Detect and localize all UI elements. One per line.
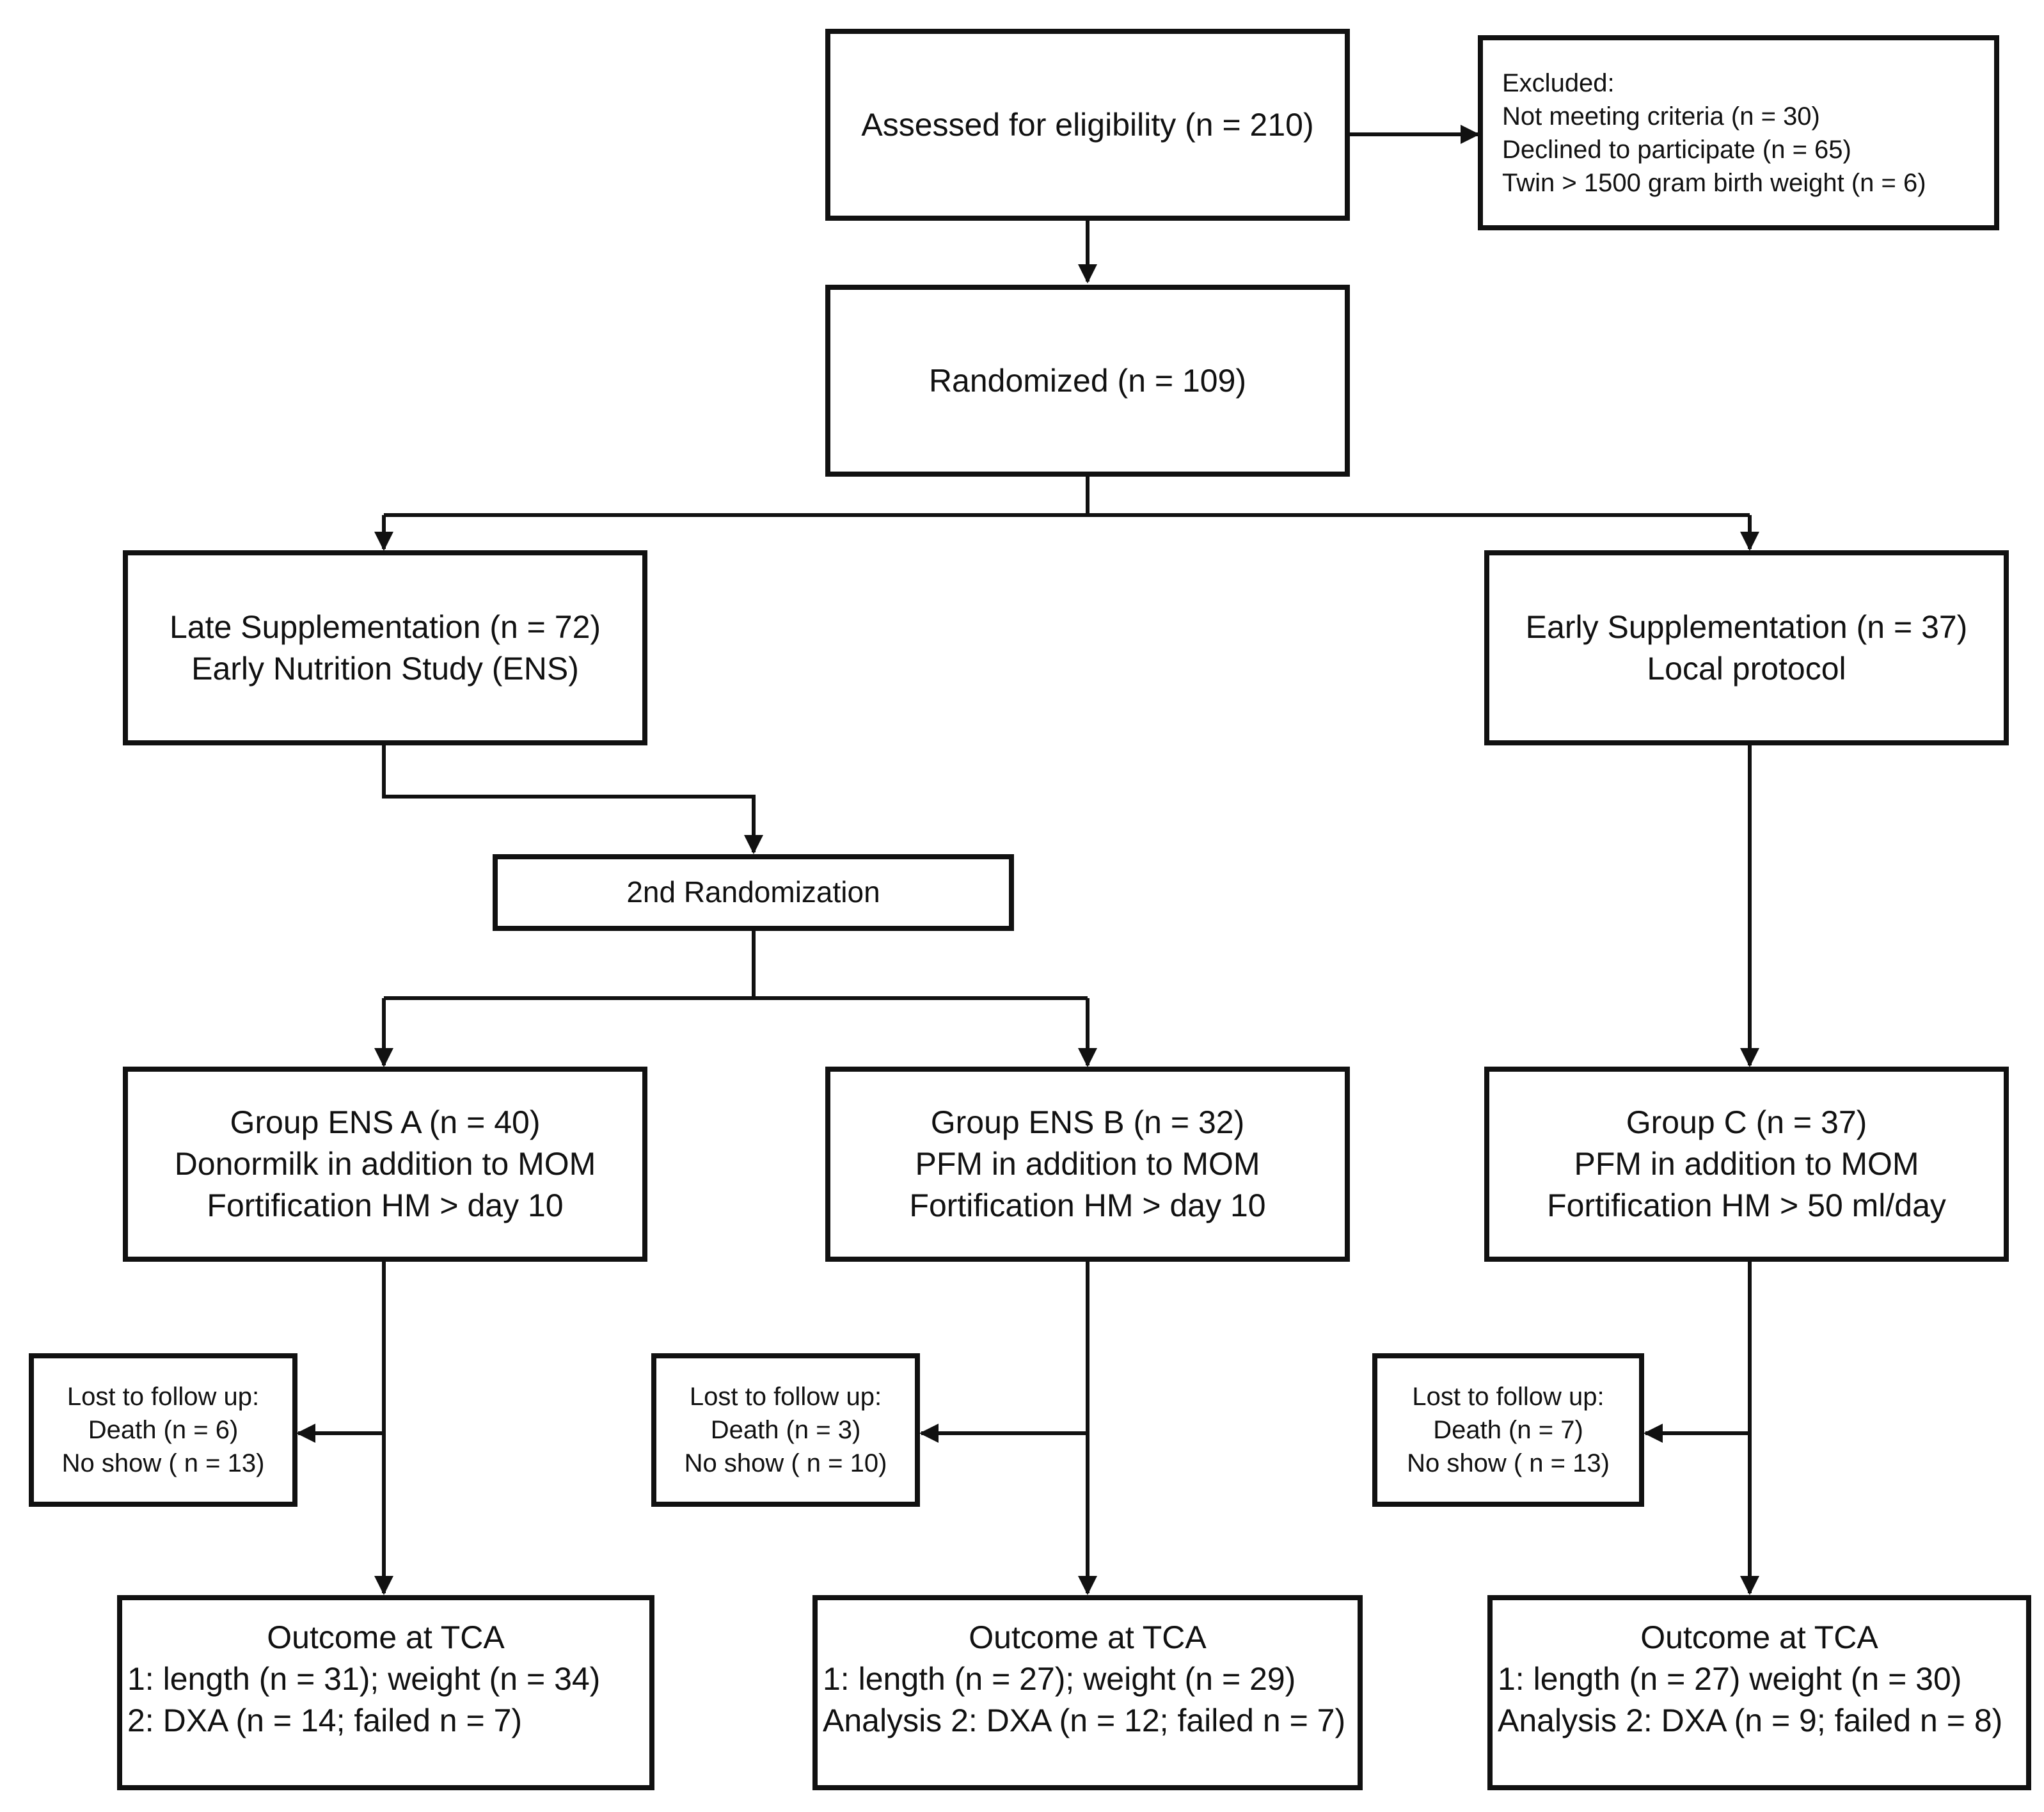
lost-noshow: No show ( n = 13) bbox=[1407, 1449, 1610, 1477]
excluded-title: Excluded: bbox=[1502, 68, 1615, 97]
excluded-item: Declined to participate (n = 65) bbox=[1502, 135, 1851, 164]
lost-to-follow-up-c-box: Lost to follow up: Death (n = 7) No show… bbox=[1372, 1353, 1644, 1507]
lost-to-follow-up-b-box: Lost to follow up: Death (n = 3) No show… bbox=[651, 1353, 920, 1507]
outcome-line: 2: DXA (n = 14; failed n = 7) bbox=[127, 1703, 523, 1738]
outcome-line: Analysis 2: DXA (n = 9; failed n = 8) bbox=[1498, 1703, 2003, 1738]
outcome-c-box: Outcome at TCA 1: length (n = 27) weight… bbox=[1487, 1595, 2031, 1790]
group-title: Group C (n = 37) bbox=[1626, 1104, 1867, 1140]
late-supplementation-line2: Early Nutrition Study (ENS) bbox=[191, 650, 579, 687]
outcome-title: Outcome at TCA bbox=[969, 1619, 1207, 1655]
lost-noshow: No show ( n = 10) bbox=[684, 1449, 887, 1477]
randomized-box: Randomized (n = 109) bbox=[825, 285, 1350, 477]
group-line: Fortification HM > day 10 bbox=[207, 1188, 564, 1223]
outcome-line: 1: length (n = 27) weight (n = 30) bbox=[1498, 1661, 1962, 1697]
lost-title: Lost to follow up: bbox=[1412, 1383, 1604, 1411]
group-line: PFM in addition to MOM bbox=[1574, 1146, 1919, 1182]
group-c-box: Group C (n = 37) PFM in addition to MOM … bbox=[1484, 1067, 2009, 1262]
lost-death: Death (n = 6) bbox=[88, 1416, 239, 1444]
group-line: PFM in addition to MOM bbox=[915, 1146, 1260, 1182]
group-title: Group ENS B (n = 32) bbox=[930, 1104, 1245, 1140]
group-ens-b-box: Group ENS B (n = 32) PFM in addition to … bbox=[825, 1067, 1350, 1262]
lost-title: Lost to follow up: bbox=[689, 1383, 882, 1411]
outcome-line: 1: length (n = 27); weight (n = 29) bbox=[823, 1661, 1296, 1697]
late-supplementation-line1: Late Supplementation (n = 72) bbox=[169, 608, 601, 645]
assessed-box: Assessed for eligibility (n = 210) bbox=[825, 29, 1350, 221]
excluded-item: Not meeting criteria (n = 30) bbox=[1502, 102, 1820, 131]
outcome-b-box: Outcome at TCA 1: length (n = 27); weigh… bbox=[812, 1595, 1363, 1790]
randomized-label: Randomized (n = 109) bbox=[928, 362, 1247, 399]
outcome-line: Analysis 2: DXA (n = 12; failed n = 7) bbox=[823, 1703, 1346, 1738]
late-supplementation-box: Late Supplementation (n = 72) Early Nutr… bbox=[123, 550, 647, 745]
excluded-item: Twin > 1500 gram birth weight (n = 6) bbox=[1502, 168, 1926, 197]
group-ens-a-box: Group ENS A (n = 40) Donormilk in additi… bbox=[123, 1067, 647, 1262]
group-line: Donormilk in addition to MOM bbox=[174, 1146, 596, 1182]
second-randomization-box: 2nd Randomization bbox=[493, 854, 1014, 931]
group-title: Group ENS A (n = 40) bbox=[230, 1104, 541, 1140]
arrow-late-to-second-randomization bbox=[382, 745, 763, 854]
outcome-title: Outcome at TCA bbox=[1640, 1619, 1878, 1655]
group-line: Fortification HM > day 10 bbox=[909, 1188, 1266, 1223]
early-supplementation-line2: Local protocol bbox=[1647, 650, 1846, 687]
early-supplementation-line1: Early Supplementation (n = 37) bbox=[1525, 608, 1968, 645]
excluded-box: Excluded: Not meeting criteria (n = 30) … bbox=[1478, 35, 1999, 230]
group-line: Fortification HM > 50 ml/day bbox=[1547, 1188, 1946, 1223]
outcome-a-box: Outcome at TCA 1: length (n = 31); weigh… bbox=[117, 1595, 654, 1790]
outcome-line: 1: length (n = 31); weight (n = 34) bbox=[127, 1661, 601, 1697]
lost-noshow: No show ( n = 13) bbox=[61, 1449, 265, 1477]
lost-to-follow-up-a-box: Lost to follow up: Death (n = 6) No show… bbox=[29, 1353, 297, 1507]
outcome-title: Outcome at TCA bbox=[267, 1619, 505, 1655]
second-randomization-label: 2nd Randomization bbox=[626, 875, 880, 909]
assessed-label: Assessed for eligibility (n = 210) bbox=[861, 106, 1314, 143]
lost-title: Lost to follow up: bbox=[67, 1383, 260, 1411]
lost-death: Death (n = 3) bbox=[710, 1416, 861, 1444]
early-supplementation-box: Early Supplementation (n = 37) Local pro… bbox=[1484, 550, 2009, 745]
lost-death: Death (n = 7) bbox=[1433, 1416, 1583, 1444]
